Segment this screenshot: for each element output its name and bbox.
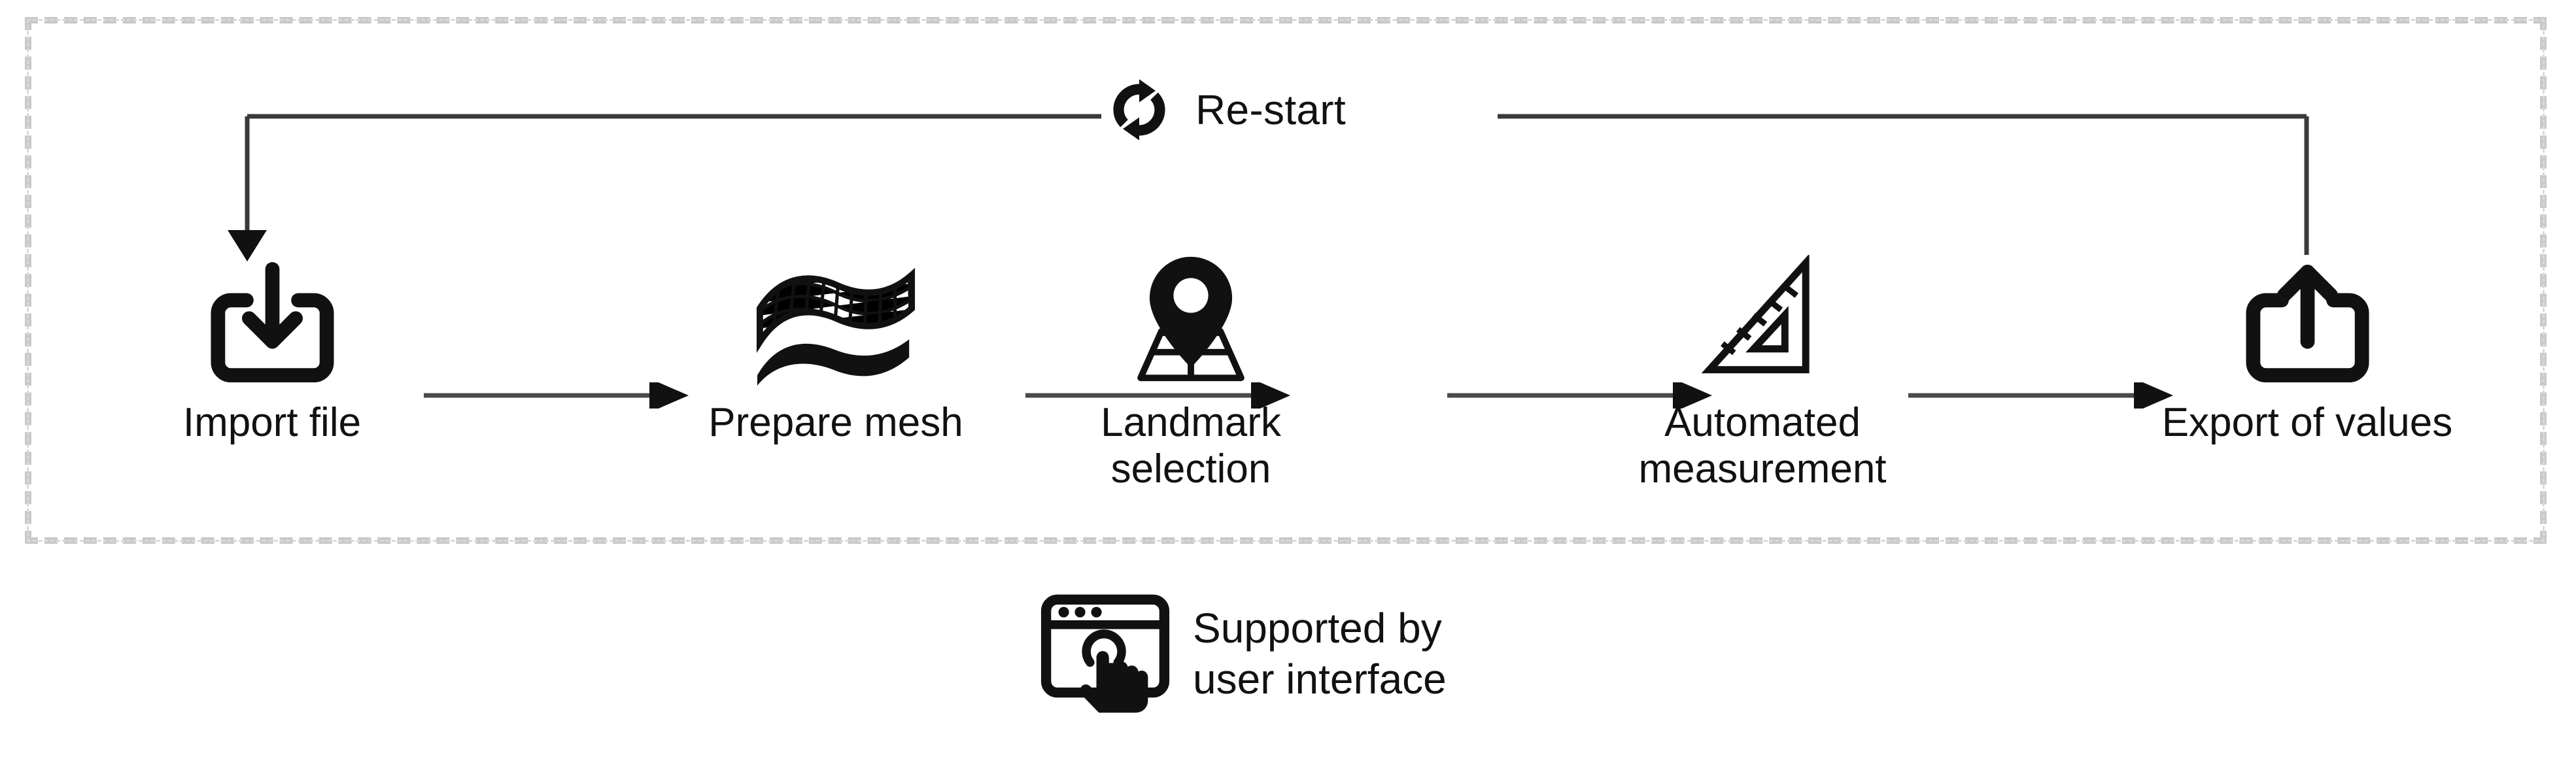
step-label: Landmark selection bbox=[1101, 400, 1281, 492]
step-prepare-mesh[interactable]: Prepare mesh bbox=[682, 248, 989, 446]
connector-landmark-to-measurement bbox=[1447, 382, 1715, 409]
step-label: Automated measurement bbox=[1638, 400, 1887, 492]
export-file-icon-wrap bbox=[2154, 248, 2461, 386]
set-square-ruler-icon-wrap bbox=[1609, 248, 1916, 386]
mesh-surface-icon bbox=[756, 267, 916, 386]
step-label: Import file bbox=[182, 400, 362, 445]
step-export-of-values[interactable]: Export of values bbox=[2154, 248, 2461, 446]
footer-label: Supported by user interface bbox=[1193, 604, 1447, 703]
restart-label-group: Re-start bbox=[1105, 71, 1346, 149]
footer-note: Supported by user interface bbox=[1040, 592, 1447, 716]
connector-measurement-to-export bbox=[1908, 382, 2176, 409]
map-pin-icon-wrap bbox=[1037, 248, 1345, 386]
browser-window-click-icon bbox=[1040, 594, 1170, 713]
set-square-ruler-icon bbox=[1701, 255, 1810, 374]
map-pin-icon bbox=[1137, 256, 1245, 382]
mesh-surface-icon-wrap bbox=[682, 248, 989, 386]
step-label: Export of values bbox=[2161, 400, 2453, 445]
step-automated-measurement[interactable]: Automated measurement bbox=[1609, 248, 1916, 492]
steps-row: Import file bbox=[25, 248, 2547, 492]
connector-import-to-mesh bbox=[424, 382, 692, 409]
step-label: Prepare mesh bbox=[708, 400, 963, 445]
workflow-container bbox=[25, 17, 2547, 544]
step-landmark-selection[interactable]: Landmark selection bbox=[1037, 248, 1345, 492]
step-import-file[interactable]: Import file bbox=[118, 248, 426, 446]
import-file-icon-wrap bbox=[118, 248, 426, 386]
export-file-icon bbox=[2245, 264, 2369, 383]
refresh-loop-icon bbox=[1113, 79, 1165, 141]
import-file-icon bbox=[210, 261, 334, 383]
restart-label: Re-start bbox=[1195, 86, 1346, 133]
connector-mesh-to-landmark bbox=[1025, 382, 1294, 409]
